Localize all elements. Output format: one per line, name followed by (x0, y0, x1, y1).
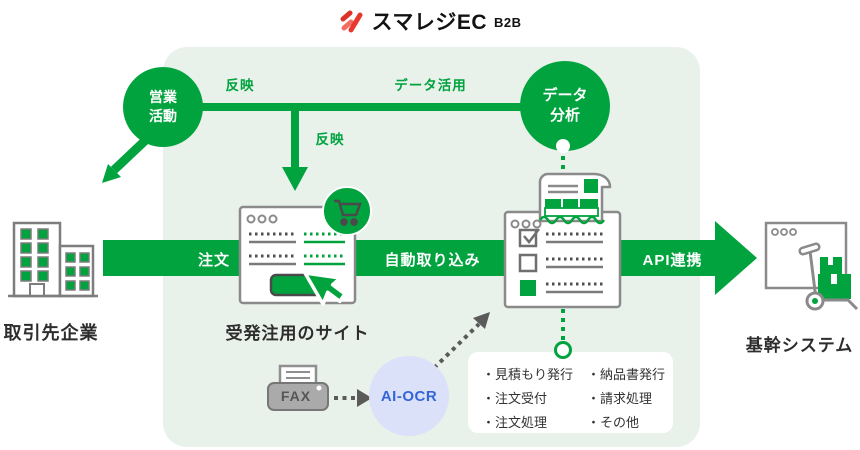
feature-item: ・注文受付 (482, 391, 548, 407)
auto-import-flow-label: 自動取り込み (384, 252, 481, 269)
feature-item: ・見積もり発行 (482, 367, 574, 382)
reflect-label-top: 反映 (225, 78, 255, 93)
handtruck-icon (798, 242, 859, 311)
sales-activity-label-2: 活動 (149, 108, 177, 124)
feature-item: ・その他 (587, 415, 640, 431)
order-site-label: 受発注用のサイト (225, 324, 370, 343)
smaregi-logo-icon (340, 10, 363, 33)
checklist-rows (518, 228, 603, 296)
data-analysis-label-1: データ (542, 86, 588, 104)
core-system-icon (764, 221, 859, 311)
cart-badge (322, 186, 372, 236)
list-connector-dot (554, 341, 572, 359)
api-flow-label: API連携 (642, 252, 703, 269)
feature-item: ・注文処理 (482, 415, 548, 431)
feature-item: ・納品書発行 (587, 367, 666, 382)
order-flow-label: 注文 (197, 252, 230, 269)
ai-ocr-label: AI-OCR (380, 387, 438, 405)
browser-dots-icon (771, 228, 797, 236)
sales-activity-label-1: 営業 (149, 89, 177, 106)
brand-suffix: B2B (494, 15, 522, 30)
logo: スマレジEC B2B (0, 6, 860, 36)
cart-icon (334, 199, 362, 226)
data-usage-label: データ活用 (394, 78, 467, 93)
reflect-label-mid: 反映 (315, 132, 345, 147)
building-icon (8, 221, 98, 298)
document-checklist-icon (503, 172, 622, 309)
partner-company-label: 取引先企業 (3, 323, 99, 343)
fax-icon (267, 364, 329, 411)
feature-column-2: ・納品書発行 ・請求処理 ・その他 (587, 363, 666, 430)
receipt-icon (538, 172, 612, 225)
browser-dots-icon (510, 219, 542, 229)
sales-activity-circle: 営業 活動 (123, 67, 203, 147)
sales-outbound-arrow (102, 132, 154, 183)
core-system-label: 基幹システム (745, 336, 854, 355)
analysis-connector-dot (556, 139, 570, 153)
order-site-icon (238, 186, 372, 306)
brand-name: スマレジEC (371, 11, 488, 34)
data-analysis-circle: データ 分析 (520, 61, 610, 151)
ai-ocr-circle: AI-OCR (369, 356, 449, 436)
fax-label: FAX (280, 388, 312, 404)
feature-item: ・請求処理 (587, 391, 653, 407)
cursor-icon (303, 271, 347, 306)
browser-dots-icon (246, 214, 278, 224)
feature-list: ・見積もり発行 ・注文受付 ・注文処理 ・納品書発行 ・請求処理 ・その他 (468, 352, 673, 433)
data-analysis-label-2: 分析 (549, 107, 580, 124)
feature-column-1: ・見積もり発行 ・注文受付 ・注文処理 (482, 363, 574, 430)
